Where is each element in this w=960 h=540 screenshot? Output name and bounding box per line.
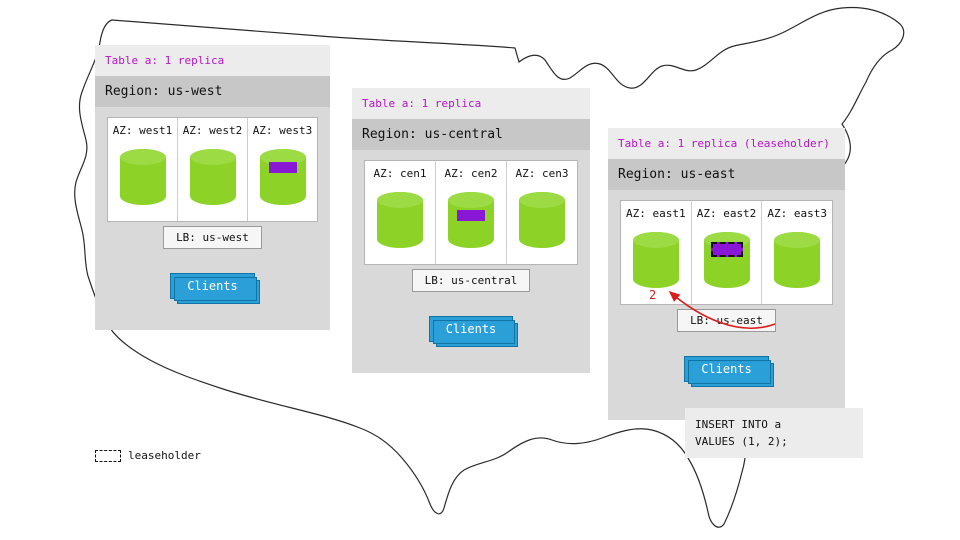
database-cylinder [259, 149, 306, 205]
sql-line: INSERT INTO a [695, 418, 782, 431]
replica-range [268, 162, 297, 173]
load-balancer: LB: us-west [163, 226, 262, 249]
az-label: AZ: east1 [626, 207, 686, 220]
region-panel-us-central: Table a: 1 replica Region: us-central AZ… [352, 88, 590, 373]
az-column: AZ: west3 [247, 118, 317, 221]
database-cylinder [377, 192, 423, 248]
database-cylinder [189, 149, 236, 205]
az-container: AZ: east1 AZ: east2 AZ: east3 [620, 200, 833, 305]
az-column: AZ: cen2 [435, 161, 506, 264]
load-balancer: LB: us-central [411, 269, 531, 292]
region-panel-us-east: Table a: 1 replica (leaseholder) Region:… [608, 128, 845, 420]
clients-box: Clients [684, 356, 769, 382]
az-column: AZ: east3 [761, 201, 832, 304]
arrow-step-label: 2 [649, 288, 657, 302]
region-title: Region: us-central [352, 119, 590, 150]
az-column: AZ: cen3 [506, 161, 577, 264]
region-title: Region: us-east [608, 159, 845, 190]
table-replica-header: Table a: 1 replica [352, 88, 590, 119]
table-replica-header: Table a: 1 replica (leaseholder) [608, 128, 845, 159]
az-label: AZ: cen3 [515, 167, 569, 180]
sql-line: VALUES (1, 2); [695, 435, 788, 449]
leaseholder-swatch-icon [95, 449, 121, 462]
legend-label: leaseholder [128, 449, 201, 462]
az-column: AZ: west1 [108, 118, 177, 221]
replica-range [457, 210, 485, 221]
load-balancer: LB: us-east [677, 309, 776, 332]
database-cylinder [119, 149, 166, 205]
table-replica-header: Table a: 1 replica [95, 45, 330, 76]
database-cylinder [519, 192, 565, 248]
az-column: AZ: cen1 [365, 161, 435, 264]
leaseholder-range [710, 242, 743, 257]
clients-box: Clients [428, 316, 514, 342]
az-label: AZ: west1 [112, 124, 173, 137]
legend: leaseholder [95, 449, 201, 462]
region-title: Region: us-west [95, 76, 330, 107]
az-column: AZ: east1 [621, 201, 691, 304]
database-cylinder [703, 232, 750, 288]
az-label: AZ: west2 [182, 124, 243, 137]
region-panel-us-west: Table a: 1 replica Region: us-west AZ: w… [95, 45, 330, 330]
az-label: AZ: cen1 [373, 167, 427, 180]
clients-box: Clients [170, 273, 255, 299]
sql-statement: INSERT INTO a VALUES (1, 2); [685, 408, 863, 459]
az-container: AZ: west1 AZ: west2 AZ: west3 [107, 117, 318, 222]
az-container: AZ: cen1 AZ: cen2 AZ: cen3 [364, 160, 578, 265]
az-label: AZ: west3 [252, 124, 313, 137]
az-label: AZ: east3 [767, 207, 827, 220]
az-column: AZ: east2 [690, 201, 762, 304]
az-label: AZ: cen2 [444, 167, 498, 180]
az-label: AZ: east2 [696, 207, 757, 220]
database-cylinder [448, 192, 494, 248]
database-cylinder [632, 232, 679, 288]
az-column: AZ: west2 [177, 118, 247, 221]
database-cylinder [774, 232, 821, 288]
